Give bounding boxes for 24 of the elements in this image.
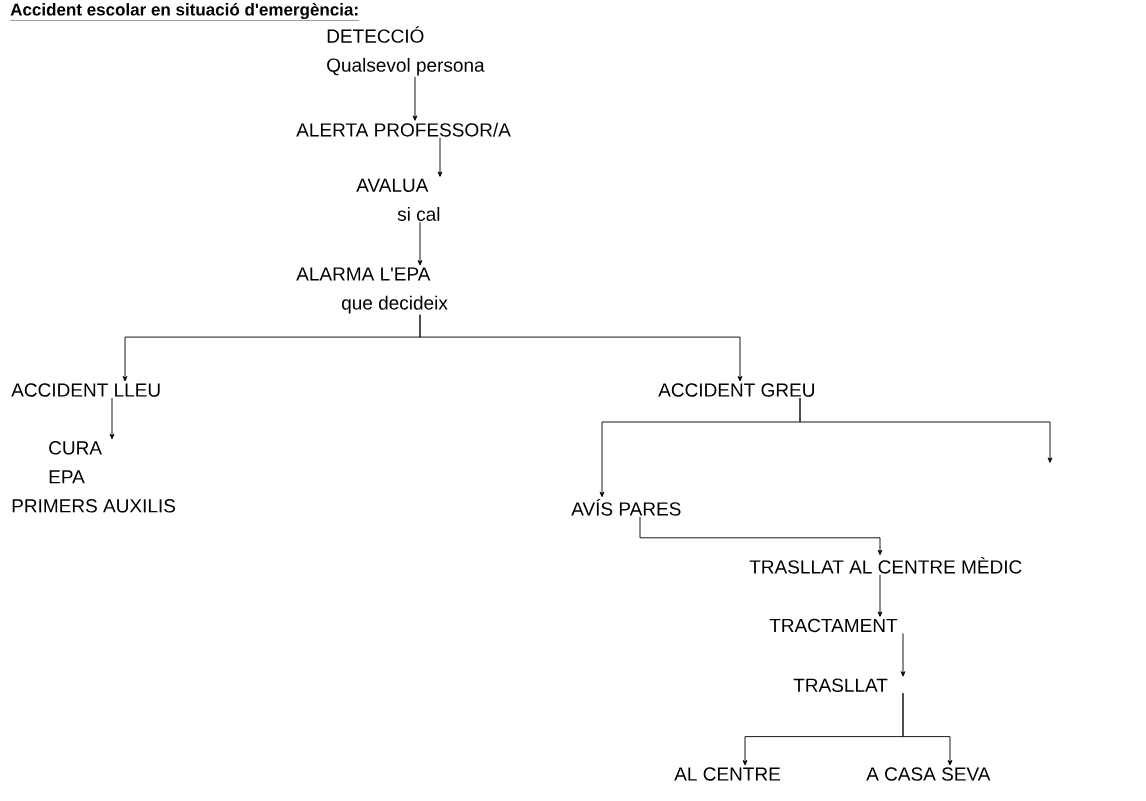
arrow bbox=[417, 221, 423, 266]
step-label: DETECCIÓ Qualsevol persona bbox=[327, 26, 485, 76]
arrow bbox=[877, 574, 883, 617]
arrow bbox=[639, 516, 883, 556]
step-label: AL CENTRE bbox=[674, 767, 780, 781]
arrow bbox=[412, 76, 418, 121]
arrow bbox=[437, 137, 443, 177]
step-label: A CASA SEVA bbox=[866, 767, 991, 781]
title: Accident escolar en situació d'emergència: bbox=[10, 2, 360, 21]
arrow bbox=[109, 397, 115, 440]
step-label: ACCIDENT GREU bbox=[658, 383, 814, 397]
arrow bbox=[902, 692, 953, 766]
step-label: ACCIDENT LLEU bbox=[11, 383, 160, 397]
step-label: AVÍS PARES bbox=[571, 499, 681, 516]
step-label: AVALUA si cal bbox=[356, 178, 440, 221]
step-label: CURA EPA PRIMERS AUXILIS bbox=[12, 441, 175, 513]
arrow bbox=[900, 632, 906, 677]
arrow bbox=[799, 397, 1053, 463]
step-label: ALERTA PROFESSOR/A bbox=[296, 122, 511, 137]
step-label: TRASLLAT AL CENTRE MÈDIC bbox=[749, 557, 1022, 574]
step-label: TRACTAMENT bbox=[769, 618, 898, 633]
step-label: ALARMA L'EPA que decideix bbox=[296, 267, 448, 314]
arrow bbox=[419, 314, 743, 382]
step-label: TRASLLAT bbox=[793, 678, 888, 692]
